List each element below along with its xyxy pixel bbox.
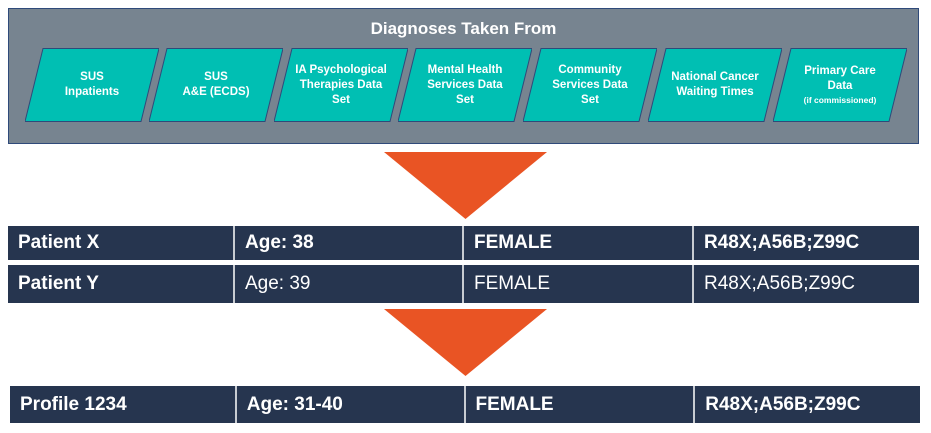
patient-sex: FEMALE — [464, 265, 694, 303]
source-line: Community — [558, 63, 622, 76]
patient-age: Age: 39 — [235, 265, 464, 303]
down-arrow-icon — [384, 309, 547, 376]
source-line: Data — [827, 80, 853, 92]
profile-sex: FEMALE — [465, 386, 696, 423]
data-source-mhsds: Mental Health Services Data Set — [398, 48, 532, 122]
patient-codes: R48X;A56B;Z99C — [694, 265, 919, 303]
data-source-sus-inpatients: SUS Inpatients — [25, 48, 159, 122]
patient-age: Age: 38 — [235, 226, 464, 260]
data-source-iapt: IA Psychological Therapies Data Set — [274, 48, 408, 122]
table-row-profile: Profile 1234 Age: 31-40 FEMALE R48X;A56B… — [10, 386, 920, 423]
patient-name: Patient X — [8, 226, 235, 260]
patient-sex: FEMALE — [464, 226, 694, 260]
source-line: IA Psychological — [295, 63, 387, 76]
source-line: SUS — [204, 71, 228, 83]
source-line: Primary Care — [804, 65, 876, 77]
source-line: Set — [332, 93, 350, 106]
patient-name: Patient Y — [8, 265, 235, 303]
source-note: (if commissioned) — [803, 95, 877, 105]
profile-age: Age: 31-40 — [236, 386, 466, 423]
source-line: SUS — [80, 71, 104, 83]
data-source-national-cancer: National Cancer Waiting Times — [648, 48, 782, 122]
patient-codes: R48X;A56B;Z99C — [694, 226, 919, 260]
down-arrow-icon — [384, 152, 547, 219]
profile-name: Profile 1234 — [10, 386, 237, 423]
source-line: Services Data — [552, 78, 628, 91]
source-line: Set — [581, 93, 599, 106]
data-source-sus-ae: SUS A&E (ECDS) — [149, 48, 283, 122]
data-source-primary-care: Primary Care Data (if commissioned) — [773, 48, 907, 122]
table-row-patient-y: Patient Y Age: 39 FEMALE R48X;A56B;Z99C — [8, 265, 919, 303]
source-line: A&E (ECDS) — [182, 86, 250, 98]
source-line: Inpatients — [64, 86, 120, 98]
table-row-patient-x: Patient X Age: 38 FEMALE R48X;A56B;Z99C — [8, 226, 919, 260]
source-line: Waiting Times — [676, 86, 754, 98]
source-line: Mental Health — [427, 63, 503, 76]
source-line: Services Data — [427, 78, 503, 91]
source-line: Therapies Data — [299, 78, 383, 91]
panel-title: Diagnoses Taken From — [370, 19, 557, 38]
data-source-list: SUS Inpatients SUS A&E (ECDS) IA Psychol… — [0, 0, 931, 150]
source-line: National Cancer — [671, 71, 759, 83]
profile-codes: R48X;A56B;Z99C — [695, 386, 920, 423]
data-source-csds: Community Services Data Set — [523, 48, 657, 122]
source-line: Set — [456, 93, 474, 106]
